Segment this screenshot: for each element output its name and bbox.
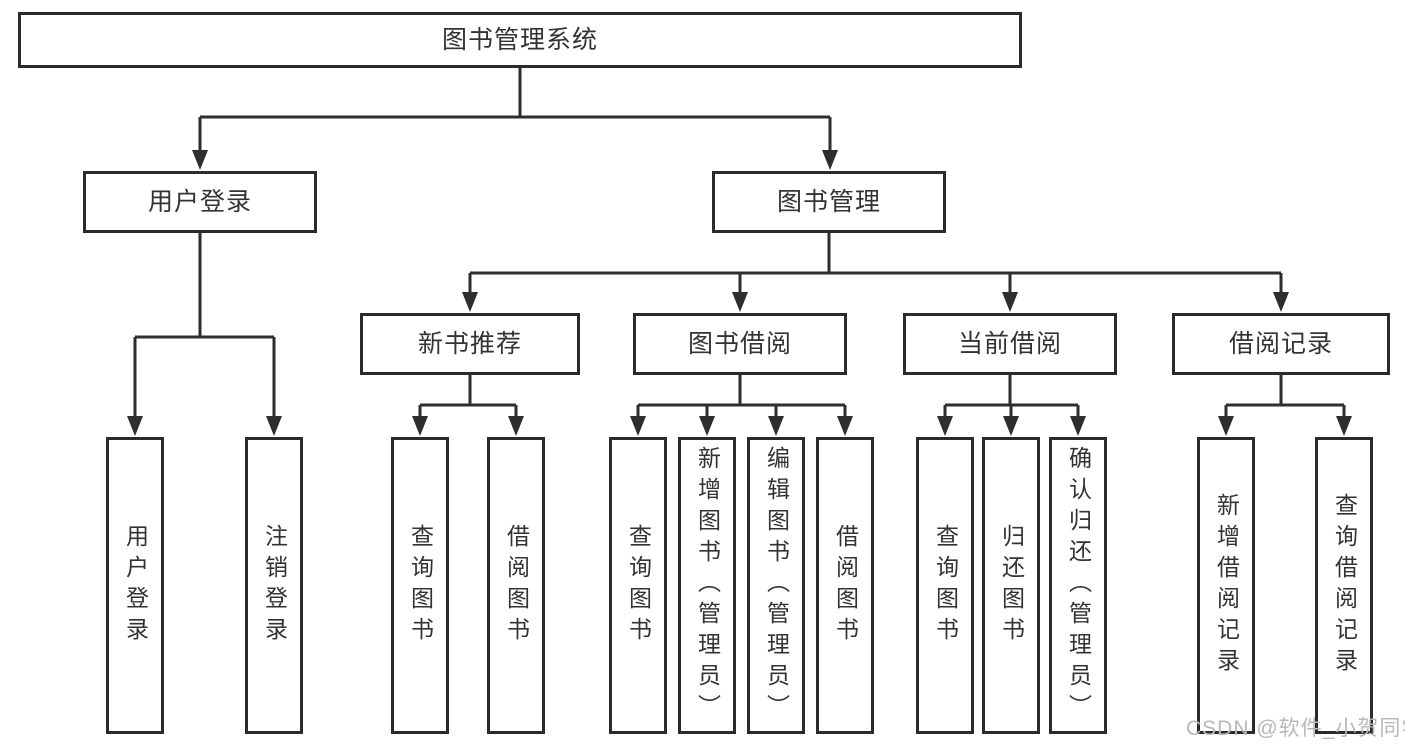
connector-root-to-level2 [192,68,838,170]
arrowhead [699,416,715,436]
connector-borrow-records-children [1218,375,1352,436]
leaf-return-book: 归还图书 [982,437,1040,734]
node-label: 注销登录 [261,523,288,648]
leaf-query-books-recommend: 查询图书 [391,437,449,734]
leaf-logout: 注销登录 [245,437,303,734]
connector-book-mgmt-to-level3 [462,233,1289,312]
node-label: 图书借阅 [687,329,792,358]
arrowhead [266,416,282,436]
leaf-user-login: 用户登录 [106,437,164,734]
leaf-borrow-books-recommend: 借阅图书 [487,437,545,734]
node-label: 当前借阅 [957,329,1062,358]
leaf-add-borrow-record: 新增借阅记录 [1197,437,1255,734]
node-label: 借阅图书 [503,523,530,648]
node-label: 归还图书 [998,523,1025,648]
node-label: 查询图书 [625,523,652,648]
node-book-borrow: 图书借阅 [633,313,847,375]
arrowhead [127,416,143,436]
connector-new-book-children [412,375,524,436]
arrowhead [192,150,208,170]
arrowhead [768,416,784,436]
arrowhead [412,416,428,436]
arrowhead [1218,416,1234,436]
node-borrow-records: 借阅记录 [1172,313,1390,375]
leaf-query-borrow-record: 查询借阅记录 [1315,437,1373,734]
node-label: 编辑图书（管理员） [763,446,790,725]
node-label: 借阅记录 [1228,329,1333,358]
leaf-confirm-return-admin: 确认归还（管理员） [1049,437,1107,734]
node-label: 用户登录 [122,523,149,648]
arrowhead [837,416,853,436]
leaf-edit-book-admin: 编辑图书（管理员） [747,437,805,734]
connector-book-borrow-children [630,375,853,436]
connector-current-borrow-children [937,375,1086,436]
node-current-borrow: 当前借阅 [903,313,1117,375]
node-label: 图书管理 [776,187,881,216]
node-label: 查询图书 [932,523,959,648]
arrowhead [508,416,524,436]
arrowhead [1273,292,1289,312]
node-label: 新增图书（管理员） [694,446,721,725]
node-user-login: 用户登录 [83,171,317,233]
arrowhead [1336,416,1352,436]
arrowhead [630,416,646,436]
arrowhead [822,150,838,170]
leaf-borrow-books: 借阅图书 [816,437,874,734]
arrowhead [1003,416,1019,436]
connector-user-login-children [127,233,282,436]
node-label: 确认归还（管理员） [1065,446,1092,725]
arrowhead [732,292,748,312]
leaf-add-book-admin: 新增图书（管理员） [678,437,736,734]
node-label: 新增借阅记录 [1213,492,1240,679]
node-root-library-system: 图书管理系统 [18,12,1022,68]
node-label: 新书推荐 [417,329,522,358]
node-label: 查询借阅记录 [1331,492,1358,679]
leaf-query-books-current: 查询图书 [916,437,974,734]
node-label: 借阅图书 [832,523,859,648]
node-book-management: 图书管理 [712,171,946,233]
arrowhead [937,416,953,436]
node-new-book-recommend: 新书推荐 [360,313,580,375]
node-label: 图书管理系统 [441,25,598,54]
node-label: 用户登录 [147,187,252,216]
arrowhead [1070,416,1086,436]
node-label: 查询图书 [407,523,434,648]
arrowhead [462,292,478,312]
csdn-watermark: CSDN @软件_小贺同学 [1186,717,1405,740]
arrowhead [1002,292,1018,312]
leaf-query-books-borrow: 查询图书 [609,437,667,734]
